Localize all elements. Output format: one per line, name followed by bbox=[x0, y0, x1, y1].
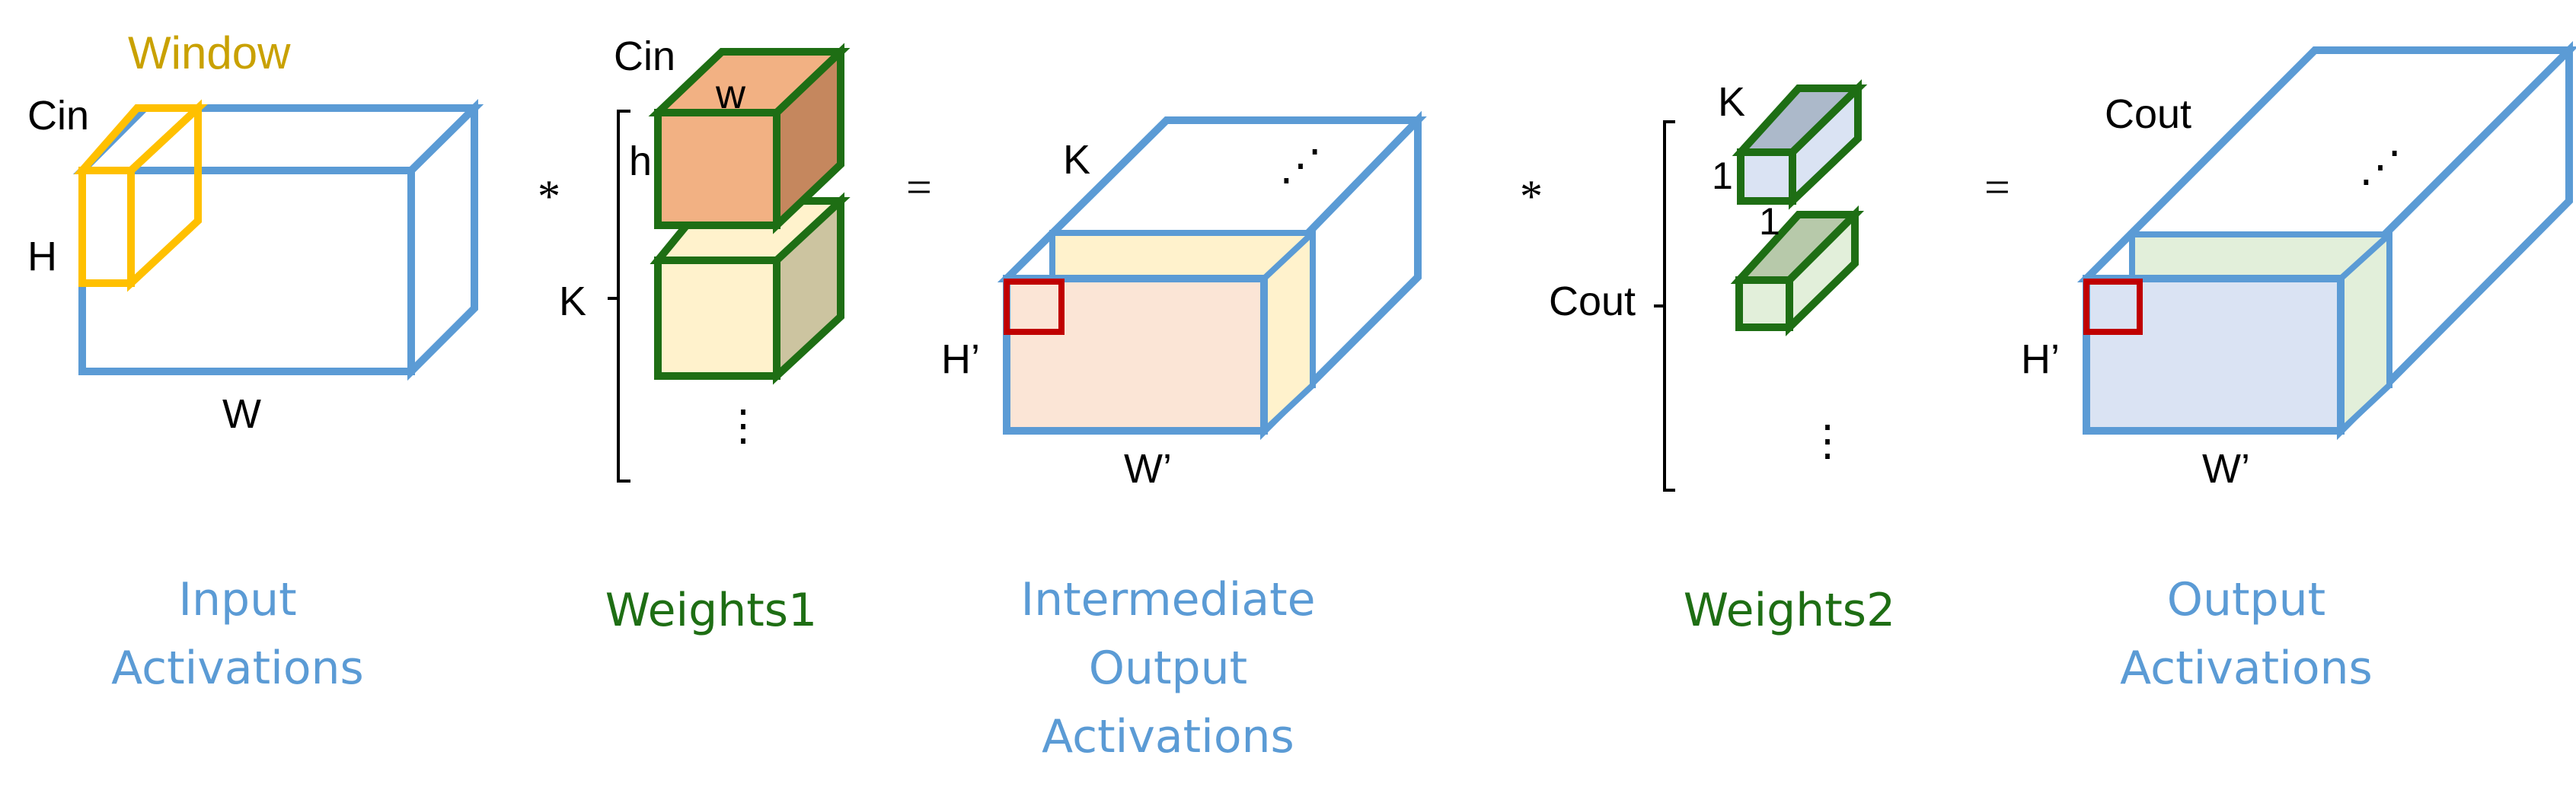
output-cout-label: Cout bbox=[2105, 91, 2191, 137]
output-w-label: W’ bbox=[2202, 446, 2250, 492]
weights1-bracket bbox=[608, 110, 630, 483]
input-cin-label: Cin bbox=[27, 93, 89, 139]
weights2-filter-1 bbox=[1732, 79, 1868, 210]
input-h-label: H bbox=[27, 234, 57, 279]
weights2-bracket bbox=[1654, 120, 1675, 492]
equals-operator-1: = bbox=[906, 162, 932, 212]
input-cuboid bbox=[72, 99, 484, 381]
output-cuboid bbox=[2076, 40, 2576, 441]
intermediate-title-line3: Activations bbox=[1042, 710, 1294, 763]
intermediate-title-line2: Output bbox=[1089, 642, 1247, 695]
weights2-filter-2 bbox=[1730, 205, 1865, 336]
weights1-h-label: h bbox=[629, 139, 652, 184]
input-title-line2: Activations bbox=[111, 642, 364, 695]
multiply-operator-1: * bbox=[538, 171, 560, 221]
weights2-one-label-a: 1 bbox=[1712, 155, 1733, 197]
weights1-block: Cin w h K ⋮ Weights1 bbox=[559, 33, 851, 637]
output-block: Cout ⋰ H’ W’ Output Activations bbox=[2021, 40, 2576, 695]
weights1-cin-label: Cin bbox=[614, 33, 675, 79]
intermediate-block: K ⋰ H’ W’ Intermediate Output Activation… bbox=[941, 110, 1427, 763]
intermediate-k-label: K bbox=[1063, 137, 1090, 183]
output-title-line2: Activations bbox=[2120, 642, 2373, 695]
window-label: Window bbox=[128, 27, 291, 78]
intermediate-highlight bbox=[1004, 279, 1065, 335]
output-h-label: H’ bbox=[2021, 336, 2060, 382]
output-highlight bbox=[2083, 279, 2143, 335]
intermediate-title-line1: Intermediate bbox=[1020, 573, 1315, 626]
weights2-title: Weights2 bbox=[1684, 584, 1895, 637]
intermediate-w-label: W’ bbox=[1124, 446, 1172, 492]
weights1-k-label: K bbox=[559, 279, 586, 324]
output-title-line1: Output bbox=[2167, 573, 2325, 626]
input-activations-block: Window Cin H W Input Activations bbox=[27, 27, 484, 695]
intermediate-ellipsis: ⋰ bbox=[1279, 141, 1322, 189]
equals-operator-2: = bbox=[1984, 162, 2010, 212]
intermediate-h-label: H’ bbox=[941, 336, 980, 382]
output-ellipsis: ⋰ bbox=[2359, 142, 2402, 190]
intermediate-cuboid bbox=[997, 110, 1427, 441]
weights1-ellipsis: ⋮ bbox=[722, 401, 765, 449]
weights2-k-label: K bbox=[1718, 79, 1745, 125]
multiply-operator-2: * bbox=[1520, 171, 1543, 221]
weights2-one-label-b: 1 bbox=[1759, 200, 1780, 243]
input-title-line1: Input bbox=[178, 573, 296, 626]
weights2-cout-label: Cout bbox=[1549, 279, 1636, 324]
weights2-block: K 1 1 Cout ⋮ Weights2 bbox=[1549, 79, 1895, 637]
weights2-ellipsis: ⋮ bbox=[1806, 416, 1849, 464]
weights1-filter-1 bbox=[648, 43, 851, 234]
weights1-w-label: w bbox=[715, 72, 746, 117]
window-cuboid bbox=[73, 99, 208, 292]
weights1-title: Weights1 bbox=[605, 584, 817, 637]
input-w-label: W bbox=[222, 391, 261, 437]
